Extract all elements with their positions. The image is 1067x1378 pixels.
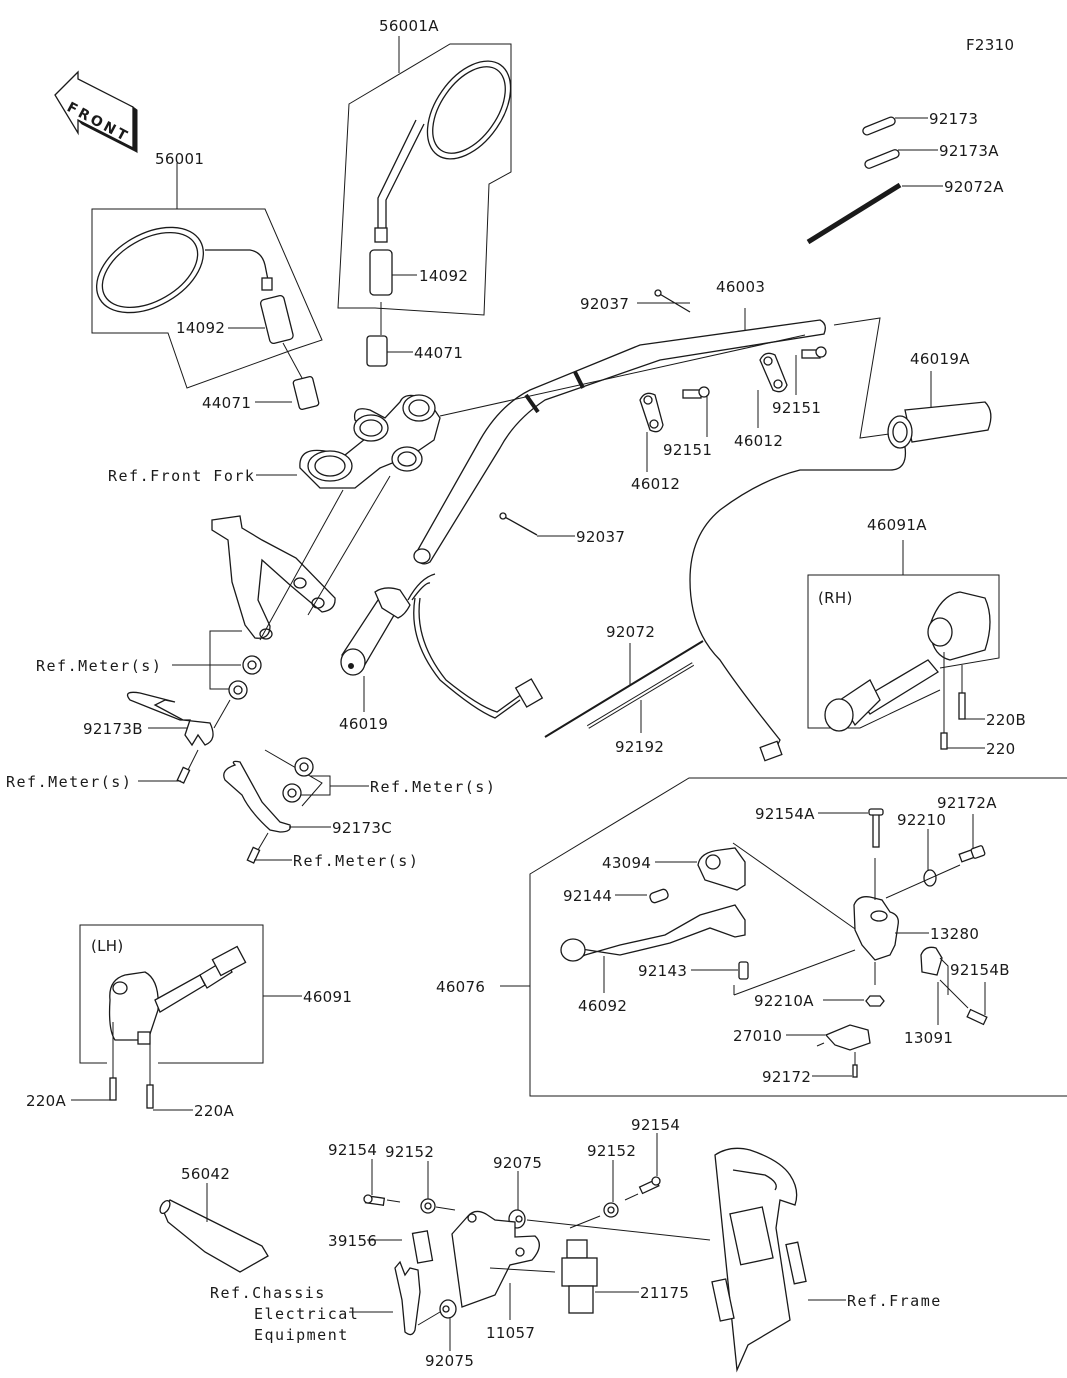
callout-92154a: 92154A [755,805,815,823]
mirror-lh-glass [95,226,205,314]
handlebar: 46003 [413,278,941,565]
callout-13280: 13280 [930,925,979,943]
holder-left: 46012 92151 [631,386,712,493]
lh-tag: (LH) [91,937,124,955]
callout-92172: 92172 [762,1068,811,1086]
mirror-adapter-rh [366,335,388,367]
callout-92173c: 92173C [332,819,392,837]
callout-92151-left: 92151 [663,441,712,459]
callout-14092-lh: 14092 [176,319,225,337]
callout-92151-right: 92151 [772,399,821,417]
callout-92154-right: 92154 [631,1116,680,1134]
callout-220a-2: 220A [194,1102,235,1120]
callout-92173b: 92173B [83,720,143,738]
callout-21175: 21175 [640,1284,689,1302]
callout-44071-lh: 44071 [202,394,251,412]
callout-92210a: 92210A [754,992,814,1010]
callout-46091: 46091 [303,988,352,1006]
callout-92037-top: 92037 [580,295,629,313]
throttle-grip: 46019A [689,350,992,762]
callout-ref-chassis-3: Equipment [254,1326,349,1344]
callout-44071-rh: 44071 [414,344,463,362]
upper-triple-clamp: Ref.Front Fork [108,394,441,489]
callout-92037-mid: 92037 [576,528,625,546]
relay-bracket-group: 92154 92152 92075 11057 39156 92075 [328,1116,711,1370]
callout-220b: 220B [986,711,1026,729]
callout-ref-frame: Ref.Frame [847,1292,942,1310]
rh-tag: (RH) [818,589,853,607]
callout-92173a: 92173A [939,142,999,160]
mirror-adapter-lh [292,376,320,410]
callout-56042: 56042 [181,1165,230,1183]
callout-43094: 43094 [602,854,651,872]
meter-bracket [211,475,391,641]
callout-92152-right: 92152 [587,1142,636,1160]
lever-assembly-group: 46076 43094 92144 46092 92143 92154A 922… [436,777,1067,1097]
callout-92173: 92173 [929,110,978,128]
tube-92192: 92192 [586,662,695,756]
callout-13091: 13091 [904,1029,953,1047]
callout-92072a: 92072A [944,178,1004,196]
callout-39156: 39156 [328,1232,377,1250]
mirror-rh-group: 56001A 14092 44071 [337,17,512,367]
callout-220a-1: 220A [26,1092,67,1110]
callout-92144: 92144 [563,887,612,905]
callout-92152-left: 92152 [385,1143,434,1161]
mirror-cap-lh [259,294,294,345]
callout-ref-chassis-1: Ref.Chassis [210,1284,326,1302]
callout-27010: 27010 [733,1027,782,1045]
frame-section: Ref.Frame [711,1147,942,1373]
callout-56001: 56001 [155,150,204,168]
callout-46019a: 46019A [910,350,970,368]
band-92072: 92072 [544,623,704,738]
meter-mount-left: Ref.Meter(s) 92173B Ref.Meter(s) [6,630,262,791]
figure-code: F2310 [966,36,1014,54]
callout-92075-top: 92075 [493,1154,542,1172]
callout-46019: 46019 [339,715,388,733]
callout-56001a: 56001A [379,17,439,35]
meter-mount-right: Ref.Meter(s) 92173C Ref.Meter(s) [223,749,496,870]
callout-46003: 46003 [716,278,765,296]
callout-92172a: 92172A [937,794,997,812]
callout-46012-left: 46012 [631,475,680,493]
callout-92154b: 92154B [950,961,1010,979]
cable-holder-top: 92037 [580,289,691,313]
callout-ref-front-fork: Ref.Front Fork [108,467,255,485]
callout-11057: 11057 [486,1324,535,1342]
holder-right: 46012 92151 [734,346,827,450]
mirror-cap-rh [369,249,393,296]
callout-ref-chassis-2: Electrical [254,1305,359,1323]
callout-220: 220 [986,740,1016,758]
callout-46076: 46076 [436,978,485,996]
band-92173a: 92173A [864,142,999,169]
callout-92143: 92143 [638,962,687,980]
mirror-rh-glass [426,60,512,160]
rh-switch-group: 46091A (RH) 220 220B [807,516,1026,758]
callout-92154-left: 92154 [328,1141,377,1159]
callout-92210: 92210 [897,811,946,829]
callout-46091a: 46091A [867,516,927,534]
left-grip: 46019 [339,573,544,733]
callout-ref-meter-2: Ref.Meter(s) [6,773,132,791]
front-arrow-icon: FRONT [54,70,138,154]
callout-14092-rh: 14092 [419,267,468,285]
callout-92075-bottom: 92075 [425,1352,474,1370]
mirror-lh-group: 56001 14092 44071 [91,150,323,412]
band-92072a: 92072A [806,178,1004,245]
callout-ref-meter-3: Ref.Meter(s) [370,778,496,796]
band-92173: 92173 [862,110,978,136]
callout-92072: 92072 [606,623,655,641]
callout-ref-meter-4: Ref.Meter(s) [293,852,419,870]
cable-holder-mid: 92037 [499,512,625,546]
lh-switch-group: (LH) 46091 220A 220A [26,924,352,1120]
callout-46092: 46092 [578,997,627,1015]
callout-92192: 92192 [615,738,664,756]
grease-tube: 56042 Ref.Chassis Electrical Equipment [159,1165,393,1344]
callout-ref-meter-1: Ref.Meter(s) [36,657,162,675]
callout-46012-right: 46012 [734,432,783,450]
